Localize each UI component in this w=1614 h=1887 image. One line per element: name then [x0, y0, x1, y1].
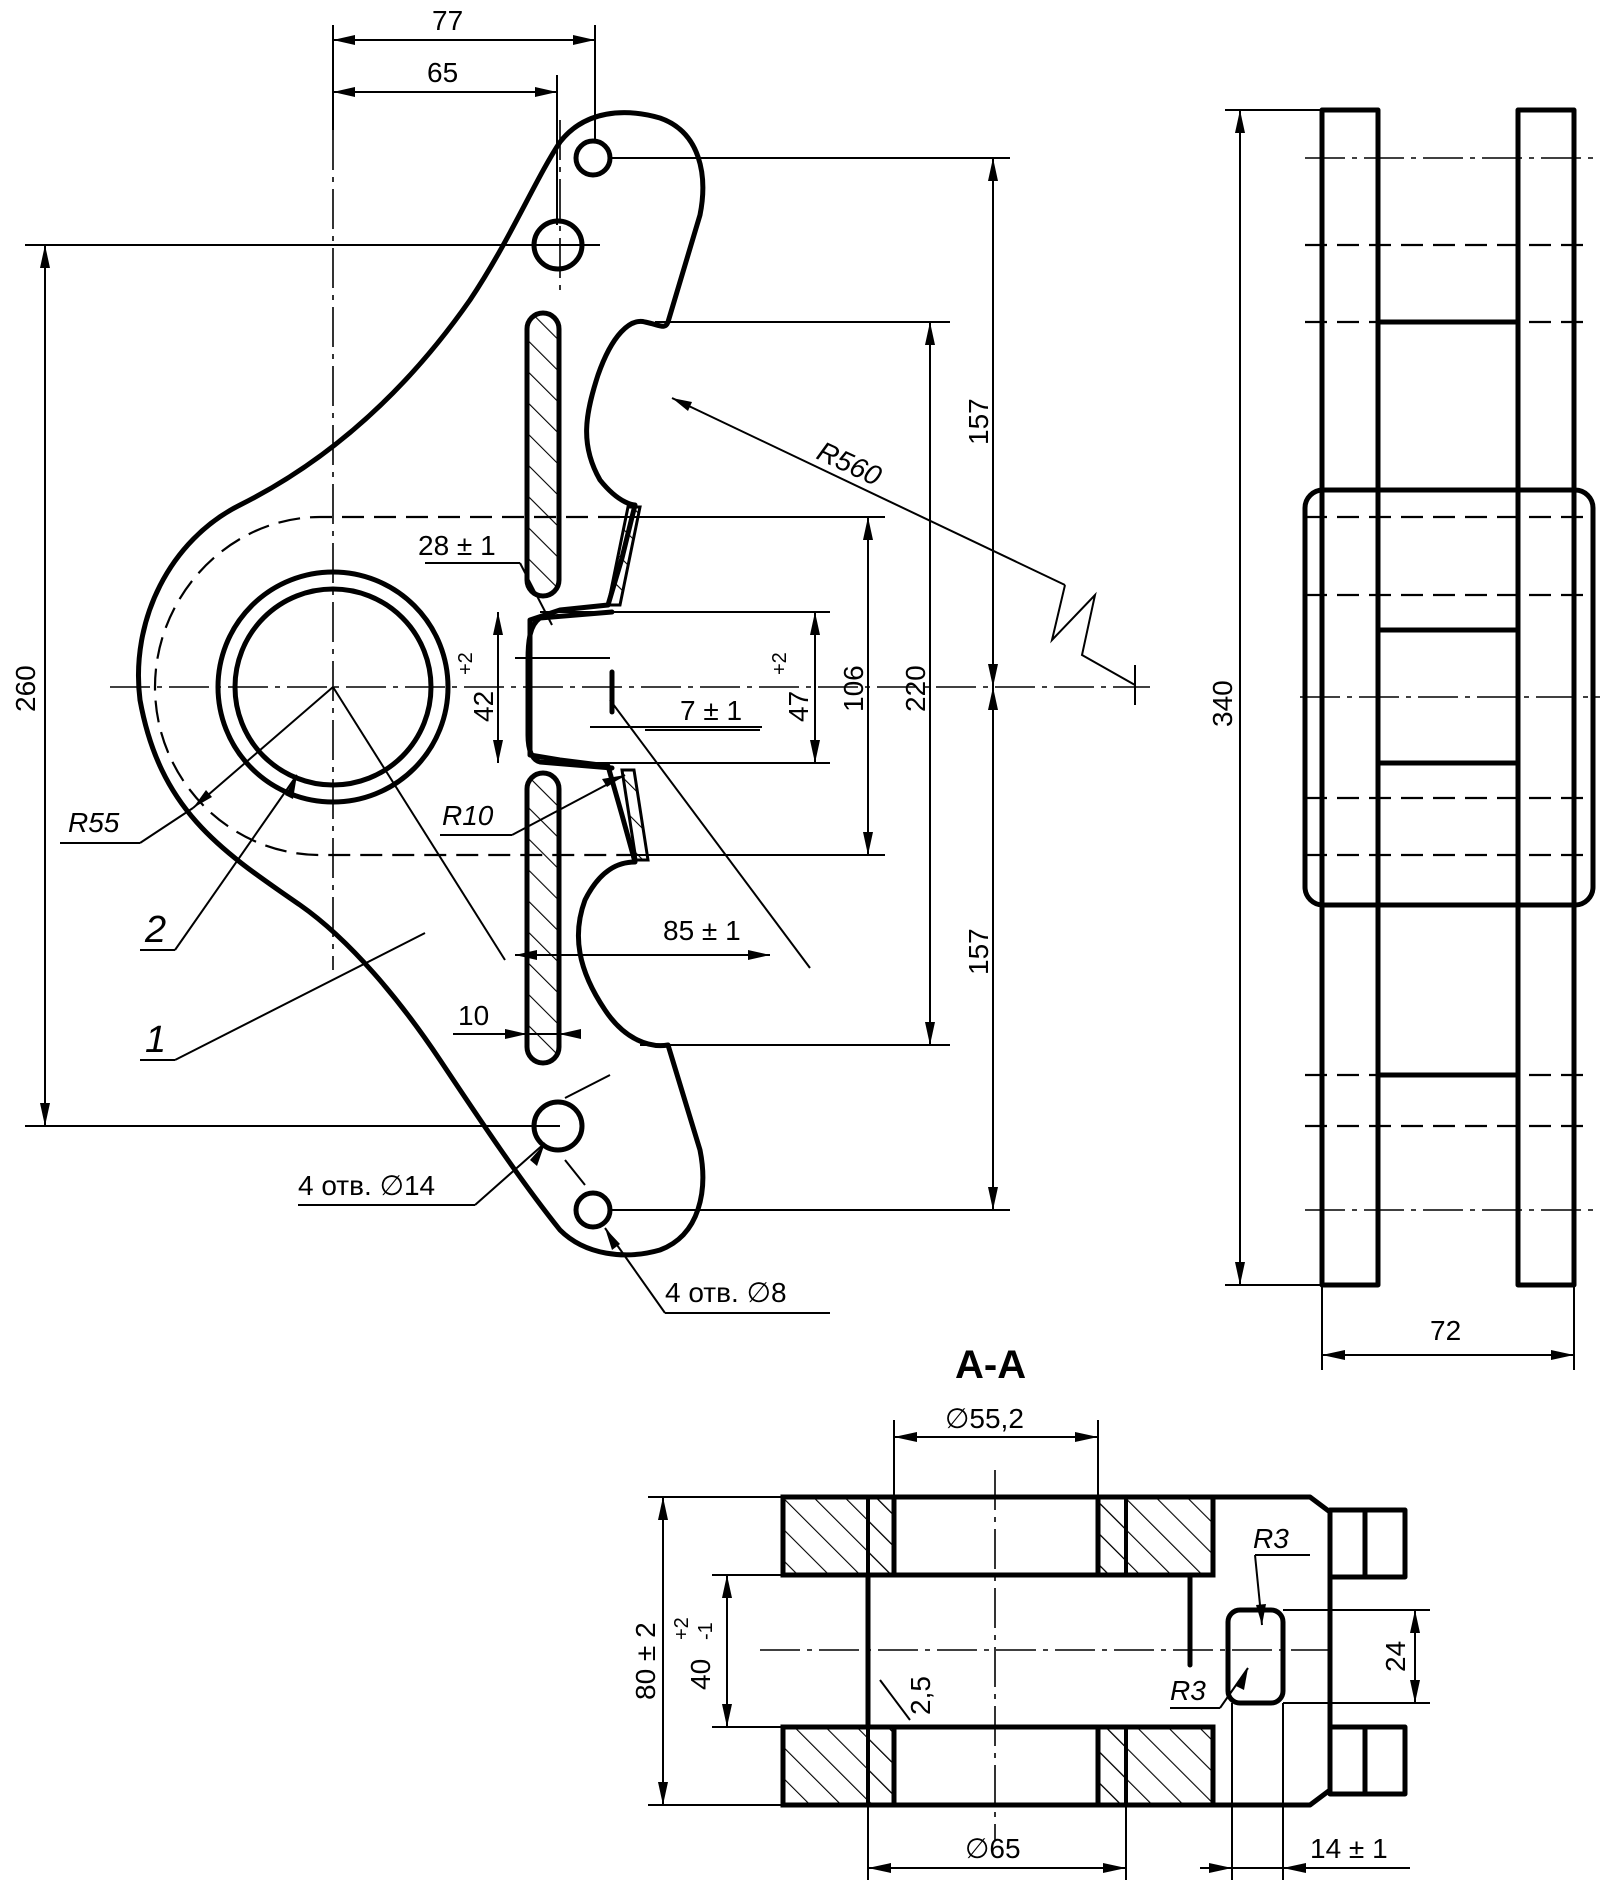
radius-3-top: R3: [1253, 1523, 1289, 1554]
dim-77: 77: [432, 5, 463, 36]
side-dimension-lines: [1225, 109, 1575, 1370]
dim-28: 28 ± 1: [418, 530, 496, 561]
hidden-boss-contour: [153, 515, 630, 857]
section-a-a: А-А: [630, 1343, 1430, 1880]
part-number-1: 1: [145, 1019, 166, 1061]
dim-40-tol-lower: -1: [695, 1622, 717, 1640]
dim-40-tol-upper: +2: [671, 1617, 693, 1640]
radius-55: R55: [68, 807, 120, 838]
section-hatched-regions: [780, 1494, 1216, 1808]
holes-diam14-label: 4 отв. ∅14: [298, 1170, 435, 1201]
radius-10: R10: [442, 800, 494, 831]
hole-diam8-bottom: [573, 1190, 613, 1230]
dim-42-tolerance: +2: [455, 652, 477, 675]
section-centerlines: [760, 1470, 1330, 1840]
dim-10: 10: [458, 1000, 489, 1031]
side-view: 340 72: [1207, 107, 1600, 1370]
dim-72: 72: [1430, 1315, 1461, 1346]
dim-40: 40: [685, 1659, 716, 1690]
web-section: [606, 505, 642, 607]
side-arrows: [1235, 110, 1574, 1360]
dim-42: 42: [468, 691, 499, 722]
dim-106: 106: [838, 665, 869, 712]
section-outline: [865, 1494, 1408, 1808]
dim-260: 260: [10, 665, 41, 712]
dim-24: 24: [1380, 1641, 1411, 1672]
web-section-lower: [620, 768, 650, 862]
main-view: 77 65 157 157 260 220 106 47 +2 42 +2 28…: [10, 5, 1150, 1314]
dim-80: 80 ± 2: [630, 1622, 661, 1700]
dim-14: 14 ± 1: [1310, 1833, 1388, 1864]
dimension-lines: [44, 39, 1136, 1314]
dim-47-tolerance: +2: [769, 652, 791, 675]
dim-220: 220: [900, 665, 931, 712]
radius-3-bottom: R3: [1170, 1675, 1206, 1706]
bushing-inner-circle: [232, 586, 434, 788]
dim-65: 65: [427, 57, 458, 88]
dim-85: 85 ± 1: [663, 915, 741, 946]
side-hidden-lines: [1305, 243, 1593, 1128]
hole-diam8-top: [573, 138, 613, 178]
dim-157-bottom: 157: [963, 928, 994, 975]
dim-340: 340: [1207, 680, 1238, 727]
lever-outline: [136, 110, 706, 1258]
dim-diam-55-2: ∅55,2: [945, 1403, 1024, 1434]
bushing-outer-circle: [215, 569, 451, 805]
dim-diam-65: ∅65: [965, 1833, 1021, 1864]
section-title: А-А: [955, 1343, 1026, 1387]
dim-157-top: 157: [963, 398, 994, 445]
holes-diam8-label: 4 отв. ∅8: [665, 1277, 787, 1308]
side-centerlines: [1300, 157, 1600, 1211]
part-number-2: 2: [144, 909, 166, 951]
dim-7: 7 ± 1: [680, 695, 742, 726]
section-dimension-lines: [648, 1420, 1430, 1880]
central-opening: [525, 609, 615, 771]
chamfer-2-5: 2,5: [905, 1676, 936, 1715]
dim-47: 47: [783, 691, 814, 722]
dimension-arrows: [40, 35, 998, 1250]
lower-slot: [524, 770, 562, 1066]
upper-slot: [524, 310, 562, 599]
section-arrows: [658, 1432, 1420, 1873]
extension-lines: [25, 25, 1010, 1211]
